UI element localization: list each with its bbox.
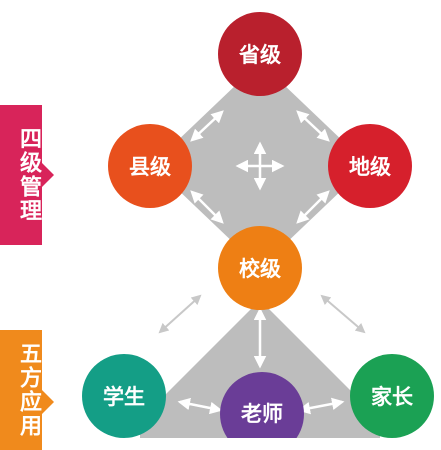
arrow-city-school <box>296 190 330 224</box>
node-student: 学生 <box>82 354 166 438</box>
arrow-school-parent <box>320 294 366 334</box>
svg-text:老师: 老师 <box>241 402 283 426</box>
node-school: 校级 <box>218 226 302 310</box>
five-party-application-tab: 五方应用 <box>0 330 54 450</box>
node-county: 县级 <box>108 124 192 208</box>
svg-text:地级: 地级 <box>349 155 391 179</box>
arrow-county-school <box>190 190 224 224</box>
hierarchy-diagram: 省级 县级 地级 校级 学生 老师 家长 <box>82 12 434 438</box>
svg-text:县级: 县级 <box>129 155 171 179</box>
four-way-arrow-icon <box>235 141 285 191</box>
svg-text:学生: 学生 <box>103 385 145 409</box>
node-province: 省级 <box>218 12 302 96</box>
svg-text:省级: 省级 <box>238 43 281 67</box>
arrow-student-teacher <box>177 397 223 415</box>
arrow-province-city <box>296 110 330 142</box>
node-teacher: 老师 <box>220 372 304 438</box>
node-parent: 家长 <box>350 354 434 438</box>
arrow-teacher-parent <box>297 397 345 415</box>
node-city: 地级 <box>328 124 412 208</box>
svg-text:家长: 家长 <box>371 385 414 409</box>
arrow-school-student <box>158 294 202 334</box>
four-level-management-tab: 四级管理 <box>0 105 54 245</box>
arrow-province-county <box>190 110 224 142</box>
svg-text:校级: 校级 <box>239 257 281 281</box>
